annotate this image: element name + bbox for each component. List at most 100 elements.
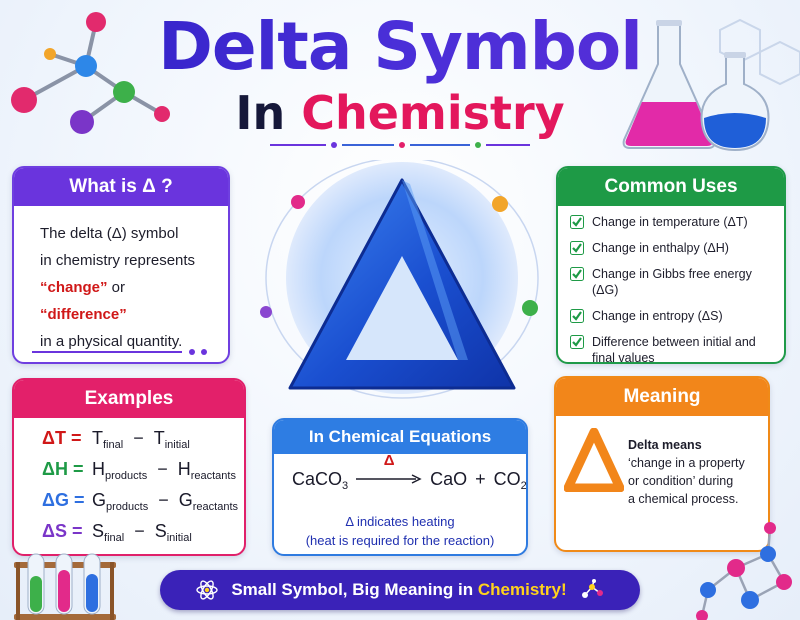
use-label: Change in temperature (ΔT) xyxy=(592,215,748,229)
example-row: ΔS = Sfinal − Sinitial xyxy=(42,521,244,552)
example-a-sub: final xyxy=(103,439,124,451)
list-item: Change in enthalpy (ΔH) xyxy=(570,240,776,256)
what-is-line3: “change” or “difference” xyxy=(40,274,214,328)
meaning-line2: ‘change in a property xyxy=(628,456,745,470)
molecule-small-icon xyxy=(581,579,603,598)
example-term-a: Hproducts xyxy=(92,459,147,482)
example-equals: = xyxy=(70,428,82,448)
meaning-line3: or condition’ during xyxy=(628,474,734,488)
example-b: H xyxy=(177,459,191,479)
what-is-or: or xyxy=(107,279,126,296)
example-row: ΔG = Gproducts − Greactants xyxy=(42,490,244,521)
what-is-change: “change” xyxy=(40,279,108,296)
common-uses-card: Common Uses Change in temperature (ΔT) C… xyxy=(556,166,786,364)
meaning-text: Delta means ‘change in a property or con… xyxy=(628,436,745,508)
use-label: Change in Gibbs free energy (ΔG) xyxy=(592,267,752,297)
meaning-line1: Delta means xyxy=(628,438,702,452)
what-is-line1: The delta (Δ) symbol xyxy=(40,225,179,242)
example-b-sub: initial xyxy=(164,439,190,451)
example-term-b: Hreactants xyxy=(177,459,236,482)
list-item: Change in temperature (ΔT) xyxy=(570,214,776,230)
page-subtitle: In Chemistry xyxy=(0,86,800,140)
list-item: Change in entropy (ΔS) xyxy=(570,308,776,324)
equation-note-line1: Δ indicates heating xyxy=(345,514,455,529)
check-icon xyxy=(570,309,584,323)
use-label: Difference between initial and final val… xyxy=(592,335,756,364)
what-is-divider xyxy=(32,349,207,355)
title-divider xyxy=(270,142,530,148)
example-delta: ΔH xyxy=(42,459,68,479)
example-a-sub: products xyxy=(106,501,149,513)
example-delta: ΔG xyxy=(42,490,69,510)
example-delta: ΔS xyxy=(42,521,67,541)
use-label: Change in enthalpy (ΔH) xyxy=(592,241,729,255)
what-is-heading: What is Δ ? xyxy=(14,168,228,206)
example-a: S xyxy=(92,521,105,541)
example-term-b: Tinitial xyxy=(154,428,190,451)
molecule-cluster-icon xyxy=(696,522,792,620)
examples-card: Examples ΔT = Tfinal − Tinitial ΔH = Hpr… xyxy=(12,378,246,556)
example-term-a: Tfinal xyxy=(92,428,124,451)
equation-note: Δ indicates heating (heat is required fo… xyxy=(274,512,526,550)
what-is-card: What is Δ ? The delta (Δ) symbol in chem… xyxy=(12,166,230,364)
example-equals: = xyxy=(73,490,85,510)
flask-icon xyxy=(622,20,770,152)
bottom-banner: Small Symbol, Big Meaning in Chemistry! xyxy=(160,570,640,610)
example-term-a: Sfinal xyxy=(92,521,125,544)
meaning-heading: Meaning xyxy=(556,378,768,416)
chemical-equations-card: In Chemical Equations CaCO3 Δ CaO + CO2 … xyxy=(272,418,528,556)
product-cao: CaO xyxy=(430,468,468,489)
example-b: S xyxy=(154,521,167,541)
example-lhs: ΔS = xyxy=(42,521,92,542)
examples-rows: ΔT = Tfinal − Tinitial ΔH = Hproducts − … xyxy=(14,418,244,552)
example-minus: − xyxy=(157,459,168,479)
banner-text: Small Symbol, Big Meaning in xyxy=(231,580,478,599)
use-label: Change in entropy (ΔS) xyxy=(592,309,723,323)
example-minus: − xyxy=(134,521,145,541)
example-minus: − xyxy=(158,490,169,510)
example-b-sub: reactants xyxy=(192,501,238,513)
example-delta: ΔT xyxy=(42,428,66,448)
example-b-sub: initial xyxy=(166,532,192,544)
common-uses-list: Change in temperature (ΔT) Change in ent… xyxy=(558,206,784,364)
subtitle-chemistry: Chemistry xyxy=(301,86,565,140)
list-item: Difference between initial and final val… xyxy=(570,334,776,364)
banner-highlight: Chemistry! xyxy=(477,580,567,599)
example-term-b: Greactants xyxy=(178,490,238,513)
example-b: G xyxy=(178,490,193,510)
reactant: CaCO3 xyxy=(292,469,349,492)
example-row: ΔT = Tfinal − Tinitial xyxy=(42,428,244,459)
equation-plus: + xyxy=(475,468,486,489)
what-is-line4: in a physical quantity. xyxy=(40,333,183,350)
meaning-line4: a chemical process. xyxy=(628,492,739,506)
check-icon xyxy=(570,241,584,255)
test-tubes-icon xyxy=(14,553,116,620)
reaction-arrow: Δ xyxy=(356,452,422,490)
equation-note-line2: (heat is required for the reaction) xyxy=(305,533,495,548)
check-icon xyxy=(570,335,584,349)
example-a-sub: final xyxy=(104,532,125,544)
product-co-formula: CO xyxy=(493,468,521,489)
delta-triangle-icon xyxy=(260,160,539,399)
check-icon xyxy=(570,267,584,281)
example-b-sub: reactants xyxy=(190,470,236,482)
reactant-subscript: 3 xyxy=(342,479,349,492)
list-item: Change in Gibbs free energy (ΔG) xyxy=(570,266,776,298)
molecule-icon xyxy=(11,12,170,134)
example-minus: − xyxy=(133,428,144,448)
example-term-a: Gproducts xyxy=(92,490,149,513)
example-a: H xyxy=(92,459,105,479)
delta-outline-icon xyxy=(564,428,624,492)
example-equals: = xyxy=(72,459,84,479)
example-lhs: ΔG = xyxy=(42,490,92,511)
what-is-line2: in chemistry represents xyxy=(40,252,196,269)
reaction-equation: CaCO3 Δ CaO + CO2 xyxy=(292,452,526,492)
example-term-b: Sinitial xyxy=(154,521,192,544)
arrow-delta-label: Δ xyxy=(383,452,395,469)
example-a: G xyxy=(92,490,107,510)
common-uses-heading: Common Uses xyxy=(558,168,784,206)
examples-heading: Examples xyxy=(14,380,244,418)
example-a: T xyxy=(92,428,103,448)
atom-icon xyxy=(196,580,219,600)
arrow-right-icon xyxy=(356,474,422,484)
